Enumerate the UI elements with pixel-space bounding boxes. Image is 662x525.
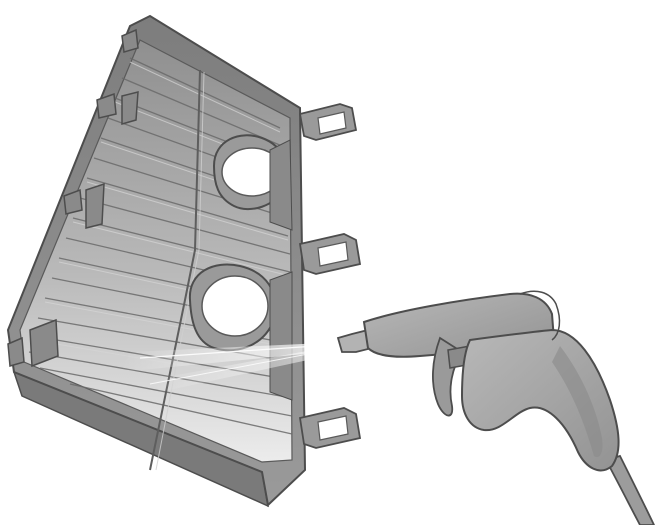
filter-lower-hole	[188, 263, 277, 352]
filter-clip-middle	[298, 233, 362, 275]
filter-left-tabs	[7, 28, 139, 368]
air-hose	[604, 454, 655, 525]
gun-top-ridge	[519, 290, 561, 341]
air-jet	[120, 342, 346, 392]
filter-frame-notch	[269, 271, 293, 401]
filter-panel	[6, 14, 362, 508]
gun-handle	[460, 328, 620, 472]
filter-frame-notch	[269, 139, 293, 231]
filter-clip-bottom	[298, 407, 362, 449]
filter-clip-top	[298, 103, 358, 141]
filter-upper-hole	[212, 134, 288, 211]
air-blow-gun	[336, 290, 655, 525]
